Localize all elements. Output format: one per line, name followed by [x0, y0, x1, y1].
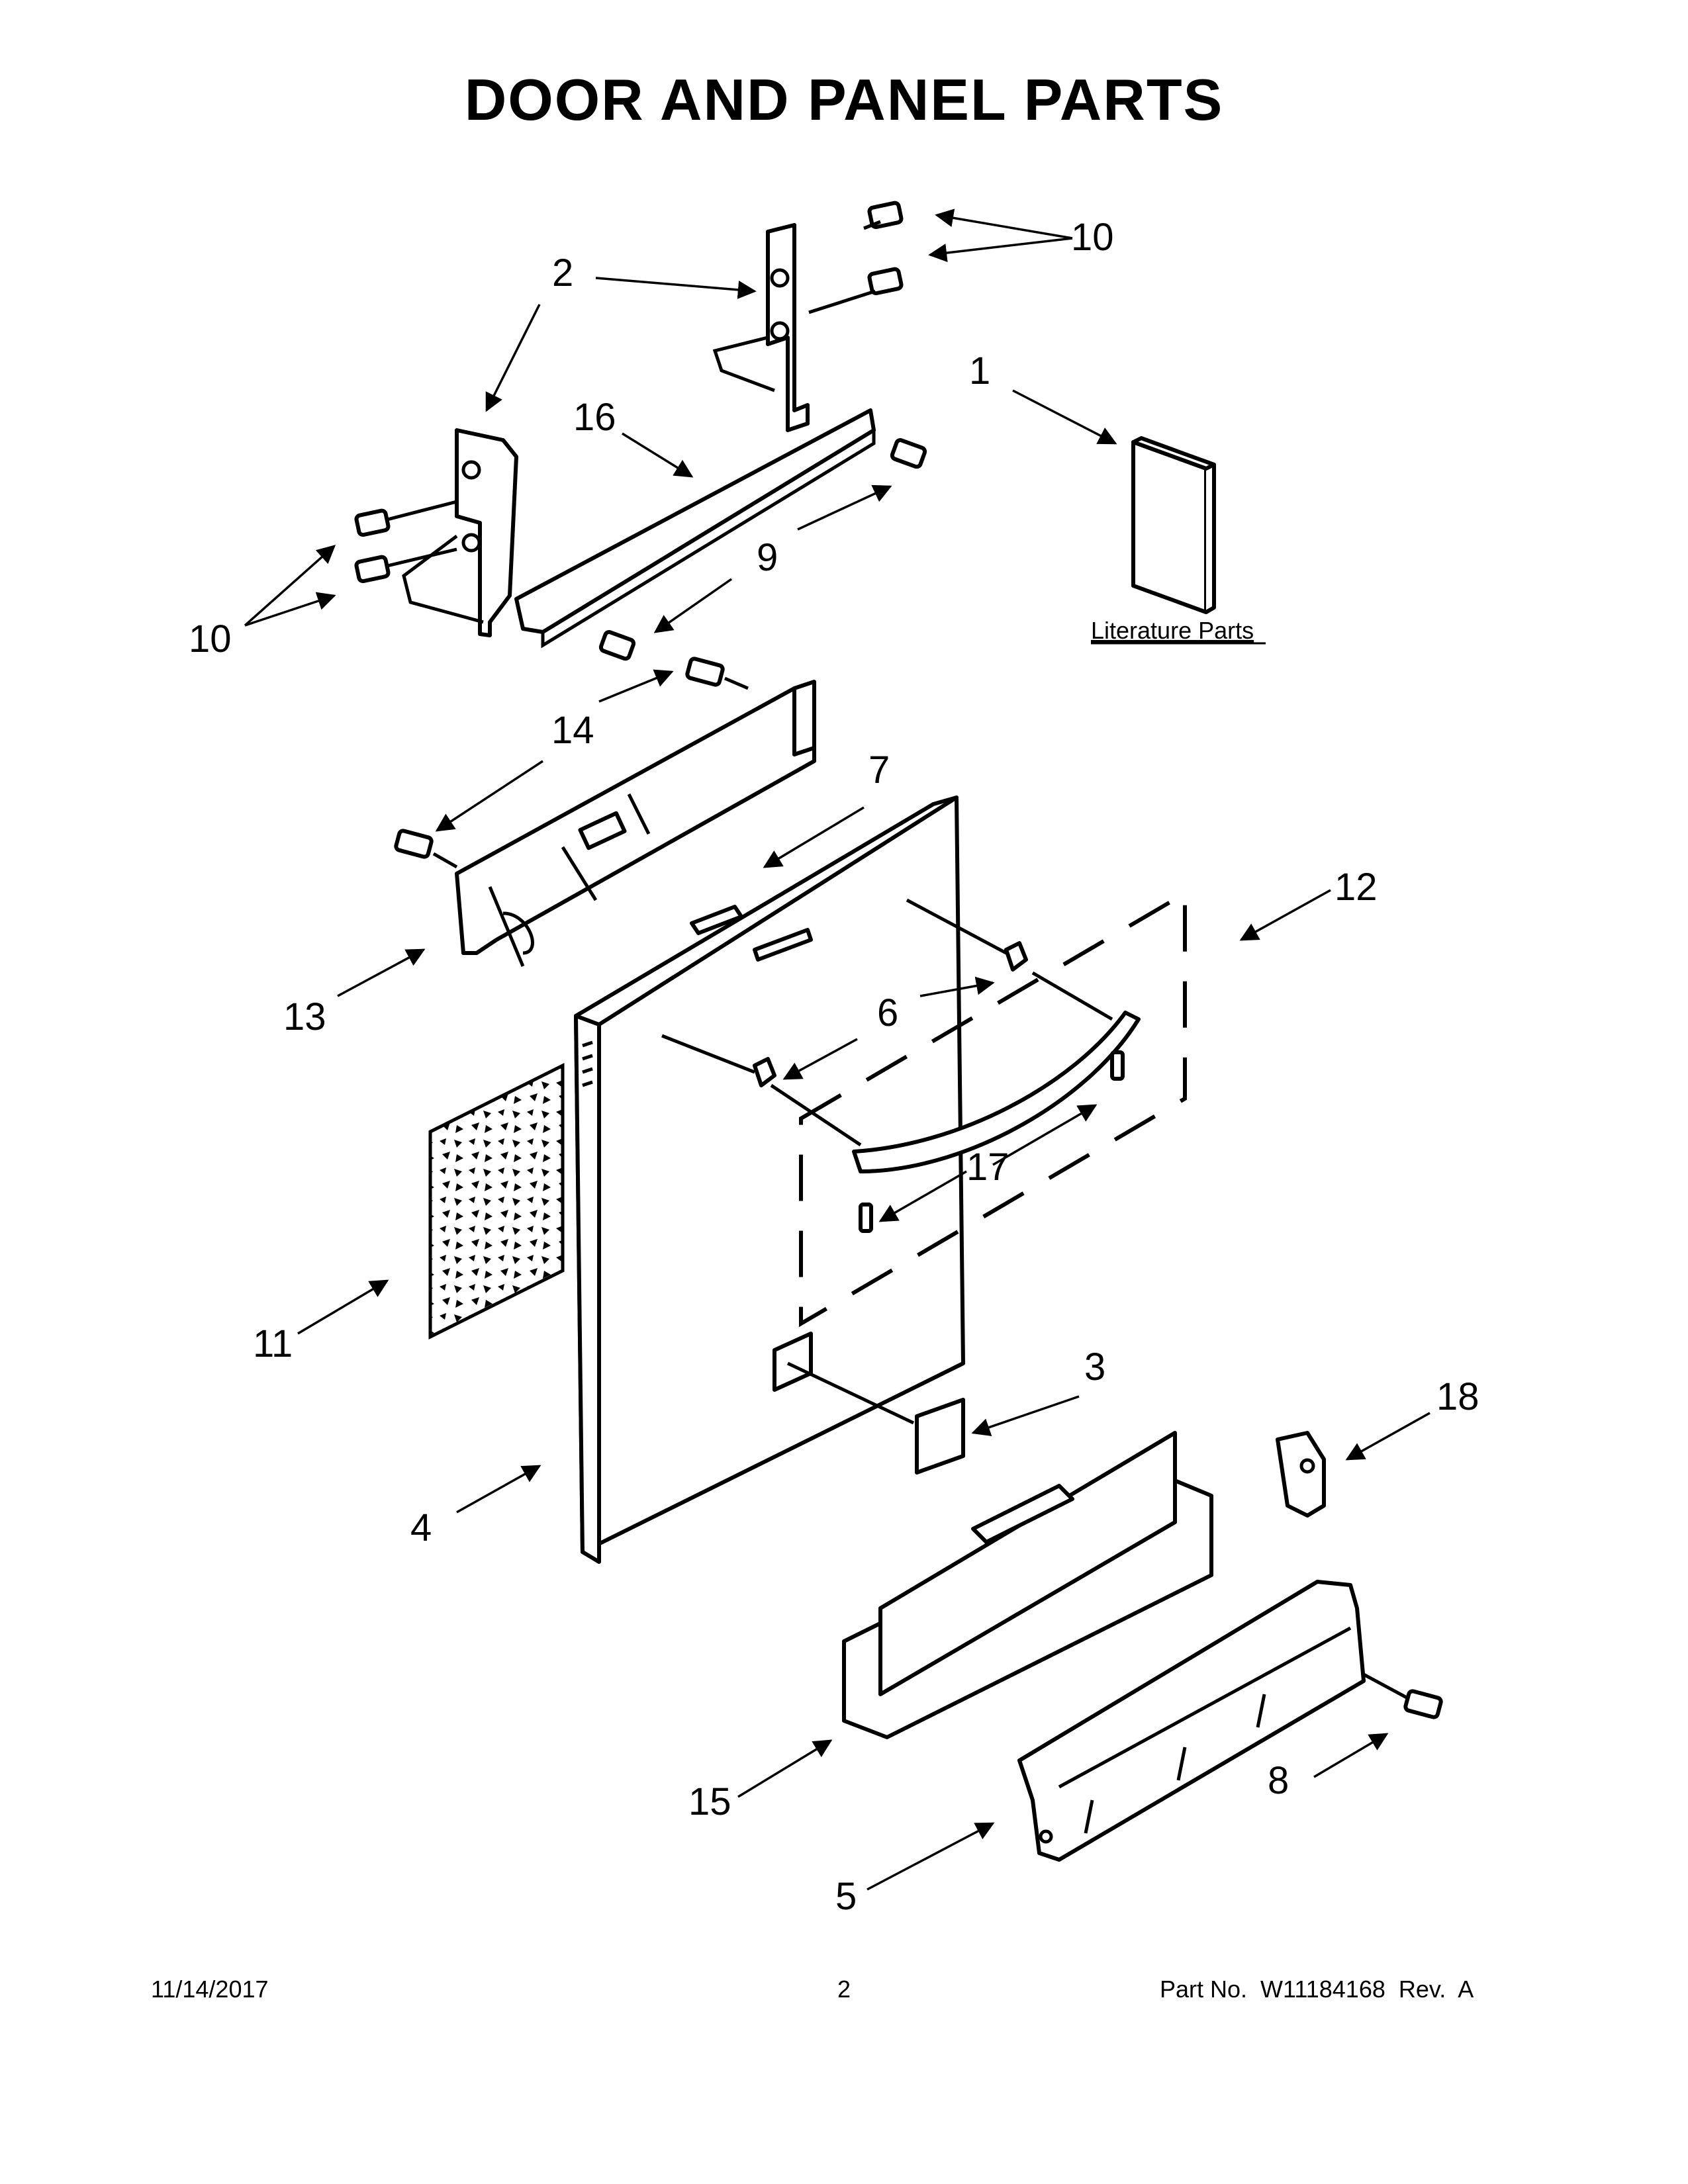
callout-8: 8 [1268, 1759, 1289, 1802]
callout-10-left: 10 [189, 617, 232, 660]
screw-10-left-b [354, 547, 457, 584]
screw-10-upper-b [808, 267, 904, 314]
callout-17: 17 [966, 1146, 1009, 1189]
hinge-bracket-left [402, 428, 518, 637]
mounting-clip [1276, 1431, 1326, 1518]
callout-6: 6 [877, 991, 898, 1034]
hinge-bracket-right [712, 223, 810, 432]
callout-14: 14 [551, 709, 594, 752]
screw-9-bottom [598, 630, 636, 661]
callout-5: 5 [835, 1875, 857, 1918]
insulation-mesh [428, 1062, 565, 1340]
door-panel [574, 796, 965, 1564]
screw-10-upper-a [863, 201, 904, 230]
footer-date: 11/14/2017 [151, 1976, 269, 2003]
callout-7: 7 [868, 749, 890, 792]
nameplate [690, 905, 813, 962]
callout-16: 16 [573, 396, 616, 439]
screw-14-right [685, 657, 749, 690]
leader-arrows [244, 208, 1430, 1891]
screw-8 [1362, 1672, 1443, 1719]
callout-3: 3 [1084, 1345, 1105, 1388]
callout-4: 4 [410, 1506, 432, 1549]
footer-part-number: Part No. W11184168 Rev. A [1160, 1976, 1474, 2003]
callout-15: 15 [688, 1780, 731, 1823]
callout-2: 2 [552, 251, 573, 295]
screw-14-left [394, 829, 458, 869]
page-title: DOOR AND PANEL PARTS [464, 67, 1224, 132]
control-housing [455, 680, 816, 967]
kick-plate [1017, 1580, 1366, 1862]
literature-parts-label: Literature Parts [1091, 617, 1254, 644]
mounting-channel [514, 408, 876, 649]
literature-booklet [1131, 436, 1216, 614]
screw-9-right [890, 438, 927, 469]
screw-10-left-a [354, 500, 457, 537]
callout-11: 11 [253, 1322, 293, 1365]
callout-12: 12 [1335, 866, 1378, 909]
footer-page-number: 2 [837, 1976, 851, 2003]
door-handle [661, 898, 1141, 1233]
callout-9: 9 [757, 536, 778, 579]
toe-panel-assembly [842, 1431, 1213, 1739]
callout-10-top: 10 [1071, 216, 1114, 259]
badge [773, 1332, 965, 1475]
handle-assembly-outline [799, 889, 1187, 1328]
screw-group [354, 201, 1443, 1719]
callout-18: 18 [1436, 1375, 1479, 1418]
callout-13: 13 [283, 995, 326, 1038]
callout-1: 1 [969, 349, 990, 392]
